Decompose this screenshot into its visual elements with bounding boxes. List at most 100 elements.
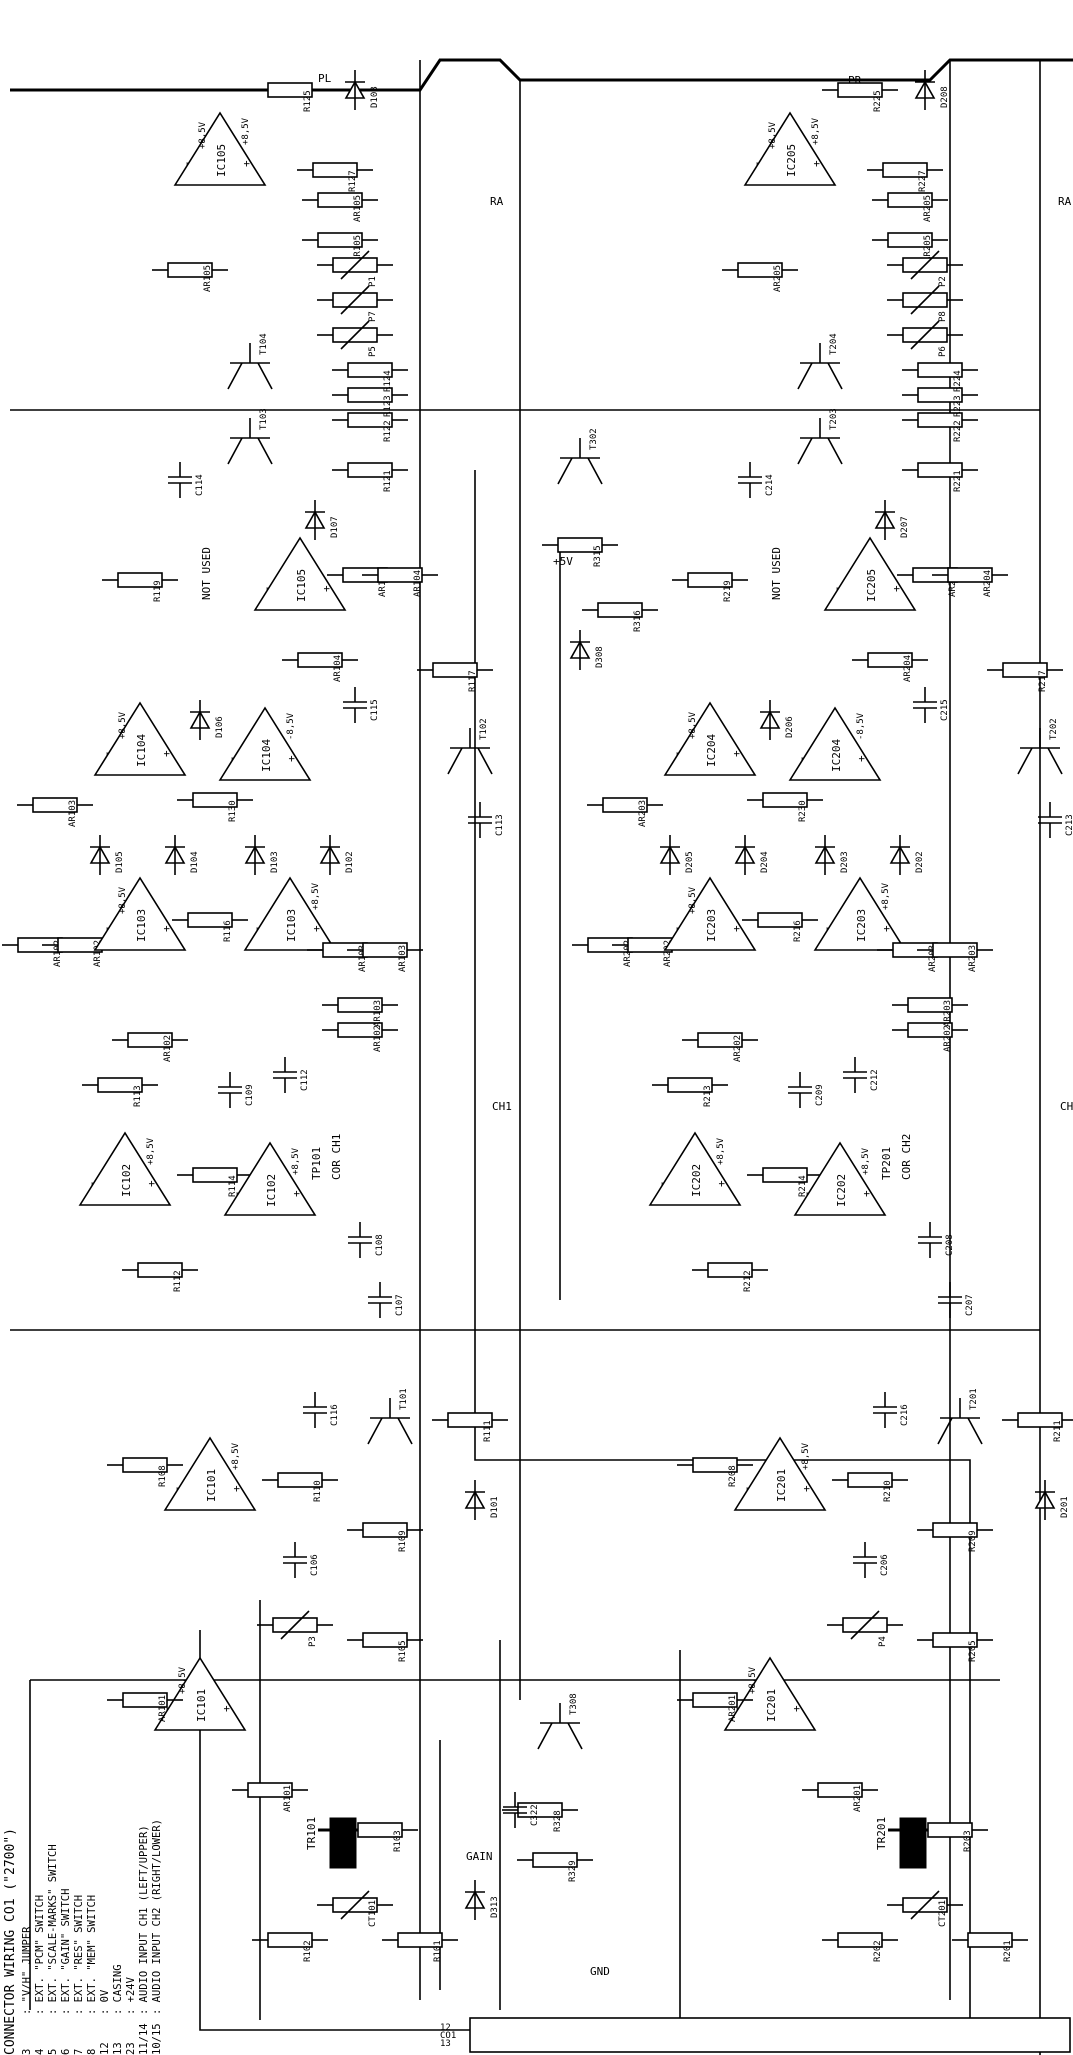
ch2-ic-buf-b-plus: +: [860, 1190, 873, 1197]
ch2-r-out: R225: [822, 82, 898, 112]
common-r-switch-b: R316: [582, 602, 658, 632]
ch1-ar-peak: AR103: [17, 797, 93, 827]
ch1-cap-timing: C114: [168, 462, 205, 498]
ch1-ic-rect-a-plus: +: [160, 925, 173, 932]
ch1-r-out-label: R125: [303, 90, 313, 112]
ch2-ar-rect-b-label: AR202: [663, 940, 673, 967]
ch2-ic-in: IC201-++8,5V: [723, 1656, 817, 1731]
ch1-diode-r3-label: D103: [270, 851, 280, 873]
ch1-ar-in-a: AR101: [107, 1692, 183, 1722]
ch2-ar-out-b-label: AR205: [923, 235, 933, 262]
ch1-ar-unused-c-label: AR104: [333, 655, 343, 682]
ch1-ic-buf-a: IC102-++8,5V: [78, 1131, 172, 1206]
ch1-r-peak: R130: [177, 792, 253, 822]
ch2-diode-r3-label: D203: [840, 851, 850, 873]
ch2-ar-in-b: AR201: [802, 1782, 878, 1812]
ch2-ic-buf-b-label: IC202: [835, 1174, 848, 1207]
ch1-diode-unused: D107: [304, 500, 340, 540]
ch1-ic-out: IC105-++8,5V+8,5V: [173, 111, 267, 186]
ch1-ic-unused: IC105-+: [253, 536, 347, 611]
ch2-pot-scale-a-label: P6: [938, 346, 948, 357]
ch2-ic-rect-a-vpos: +8,5V: [688, 886, 698, 914]
ch2-ar-out-c-label: AR205: [923, 195, 933, 222]
ch1-r-input-c-label: R103: [393, 1830, 403, 1852]
ch2-pot-zero: P2: [887, 250, 963, 287]
ch1-diode-out: D108: [344, 70, 380, 110]
ch2-ic-buf-a-plus: +: [715, 1180, 728, 1187]
ch1-r-buf-label: R114: [228, 1175, 238, 1197]
connector-co1: 12 13 CO1: [440, 2017, 1071, 2053]
ch1-ar-rect-c: AR102: [112, 1032, 188, 1062]
ch2-ic-rect-b-plus: +: [880, 925, 893, 932]
legend-row-text: : EXT. "GAIN" SWITCH: [60, 1889, 72, 2015]
ch1-diode-peak-label: D106: [215, 716, 225, 738]
ch2-diode-out: D208: [914, 70, 950, 110]
legend-row-pin: 23: [125, 2042, 137, 2055]
ch1-r-t3: R123: [332, 387, 408, 417]
connector-pin-top: 12: [440, 2023, 451, 2033]
ch2-ic-buf-b-vneg: +8,5V: [861, 1147, 871, 1175]
ch1-ic-amp-plus: +: [230, 1485, 243, 1492]
net-label-gain: GAIN: [466, 1850, 493, 1863]
ch1-r-out-fb-label: R127: [348, 170, 358, 192]
ch1-r-t1-label: R121: [383, 470, 393, 492]
common-cap-gain: C322: [503, 1792, 540, 1828]
ch1-diode-r2-label: D104: [190, 851, 200, 873]
ch2-ar-out-a: AR205: [722, 262, 798, 292]
ch1-r-rect-mid-label: R116: [223, 920, 233, 942]
ch1-ar-rect-f-label: AR103: [398, 945, 408, 972]
common-diode-gain: D313: [464, 1880, 500, 1920]
ch2-r-input-b-label: R201: [1003, 1940, 1013, 1962]
ch1-r-det-label: R111: [483, 1420, 493, 1442]
ch1-ic-rect-a-vpos: +8,5V: [118, 886, 128, 914]
ch1-transistor-c-label: T103: [259, 408, 269, 430]
ch2-ic-rect-b-label: IC203: [855, 909, 868, 942]
ch2-ic-rect-a: IC203-++8,5V: [663, 876, 757, 951]
legend-row-pin: 3: [21, 2049, 33, 2055]
ch2-ic-in-label: IC201: [765, 1689, 778, 1722]
ch1-ar-rect-d: AR102: [322, 1022, 398, 1052]
ch2-ic-buf-b: IC202-++8,5V: [793, 1141, 887, 1216]
ch2-ar-rect-c-label: AR202: [733, 1035, 743, 1062]
ch2-ic-amp-plus: +: [800, 1485, 813, 1492]
ch1-r-b: R110: [262, 1472, 338, 1502]
ch2-ar-unused-c-label: AR204: [903, 655, 913, 682]
ch2-r-e: R209: [917, 1522, 993, 1552]
ch1-r-e-label: R109: [398, 1530, 408, 1552]
ch1-r-input-a-label: R102: [303, 1940, 313, 1962]
ch1-cap-out: C112: [273, 1057, 310, 1093]
ch2-r-input-c: R203: [912, 1822, 988, 1852]
ch2-ic-amp: IC201-++8,5V: [733, 1436, 827, 1511]
ch1-ic-rect-b-label: IC103: [285, 909, 298, 942]
ch1-ic-peak-a-label: IC104: [135, 734, 148, 767]
ch1-cap-emitter: C116: [303, 1392, 340, 1428]
ch2-r-input-a: R202: [822, 1932, 898, 1962]
ch1-ar-out-c: AR105: [302, 192, 378, 222]
ch1-diode-unused-label: D107: [330, 516, 340, 538]
ch1-cap-in: C106: [283, 1542, 320, 1578]
ch1-pot-gain-label: P3: [308, 1636, 318, 1647]
plus5-label: +5V: [553, 555, 573, 568]
ch2-ic-unused-plus: +: [890, 585, 903, 592]
ch2-ic-out-plus: +: [810, 160, 823, 167]
ch2-ar-unused-c: AR204: [852, 652, 928, 682]
ch2-r-input-b: R201: [952, 1932, 1028, 1962]
ch2-r-release: R219: [672, 572, 748, 602]
common-r-gain-b: R329: [517, 1852, 593, 1882]
ch1-diode-r1-label: D105: [115, 851, 125, 873]
legend-row-pin: 11/14: [138, 2023, 150, 2055]
legend-row-text: : CASING: [112, 1964, 124, 2015]
ch2-r-t4-label: R224: [953, 370, 963, 392]
ch1-tr-label: TR101: [305, 1817, 318, 1850]
ch2-cap-fb: C209: [788, 1072, 825, 1108]
ch2-r-e-label: R209: [968, 1530, 978, 1552]
ch1-ic-rect-a-minus: -: [100, 925, 113, 932]
ch1-r-input-b-label: R101: [433, 1940, 443, 1962]
ch2-r-hold: R217: [987, 662, 1063, 692]
ch1-cor-label: COR CH1: [330, 1134, 343, 1180]
ch2-r-t3-label: R223: [953, 395, 963, 417]
ch2-ic-peak-a-minus: -: [670, 750, 683, 757]
ch2-diode-r3: D203: [814, 835, 850, 875]
ch2-ic-peak-a: IC204-++8,5V: [663, 701, 757, 776]
ch2-ic-peak-b-label: IC204: [830, 739, 843, 772]
